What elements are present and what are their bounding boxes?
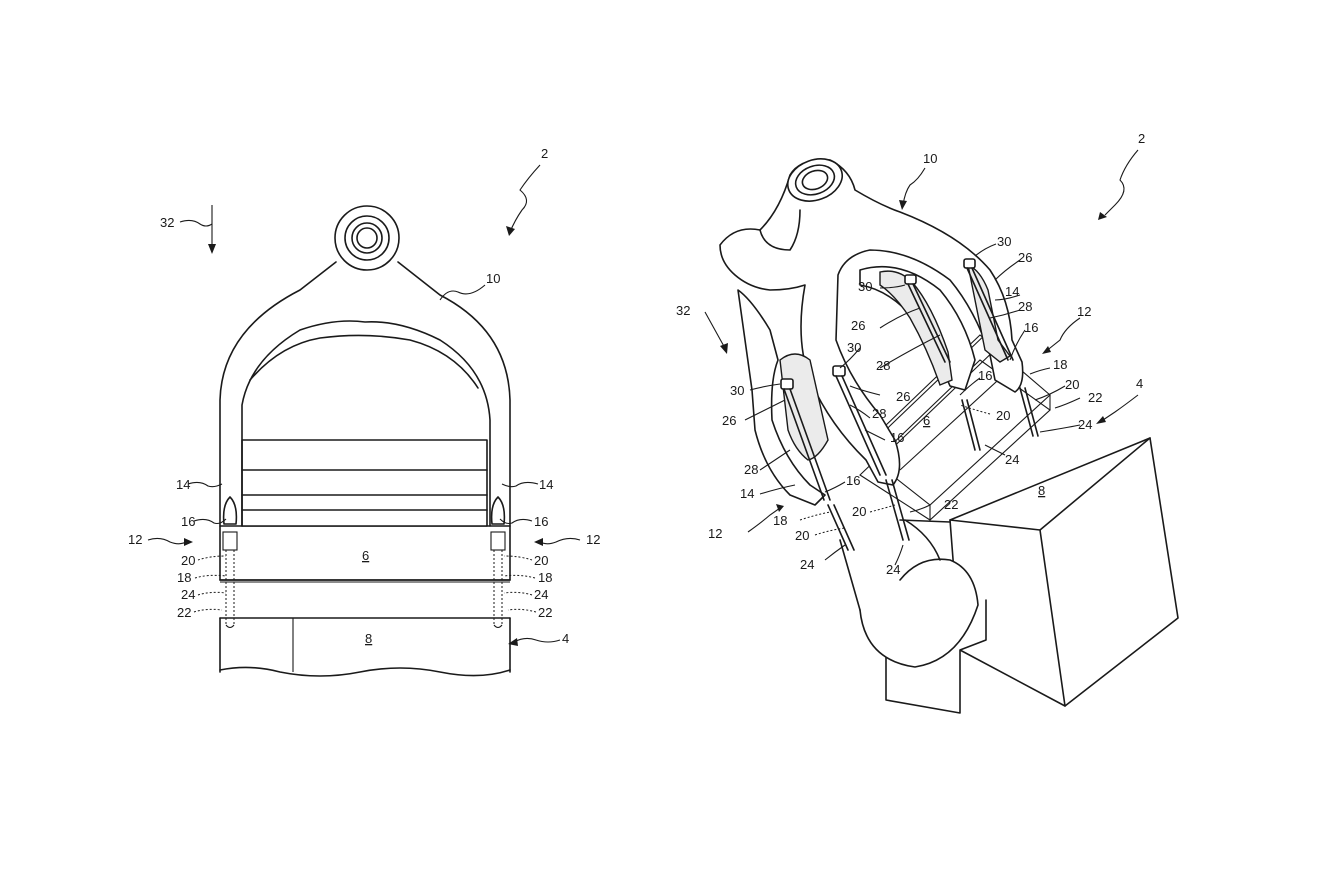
iso-label-28-d: 28 bbox=[744, 462, 758, 477]
iso-label-28-a: 28 bbox=[1018, 299, 1032, 314]
iso-label-12-left: 12 bbox=[708, 526, 722, 541]
iso-label-30-a: 30 bbox=[997, 234, 1011, 249]
front-label-14-left: 14 bbox=[176, 477, 190, 492]
front-label-22-left: 22 bbox=[177, 605, 191, 620]
iso-label-22-b: 22 bbox=[944, 497, 958, 512]
iso-label-30-d: 30 bbox=[730, 383, 744, 398]
iso-label-24-d: 24 bbox=[886, 562, 900, 577]
front-label-24-right: 24 bbox=[534, 587, 548, 602]
iso-label-14-b: 14 bbox=[740, 486, 754, 501]
iso-label-30-b: 30 bbox=[858, 279, 872, 294]
iso-bracket-10 bbox=[719, 158, 1024, 506]
iso-label-8: 8 bbox=[1038, 483, 1045, 498]
front-battery-6 bbox=[241, 439, 488, 527]
iso-bolt-a bbox=[780, 378, 855, 551]
iso-label-24-b: 24 bbox=[1005, 452, 1019, 467]
front-label-16-left: 16 bbox=[181, 514, 195, 529]
iso-label-20-d: 20 bbox=[795, 528, 809, 543]
front-label-8: 8 bbox=[365, 631, 372, 646]
iso-label-10: 10 bbox=[923, 151, 937, 166]
front-bracket-10 bbox=[219, 205, 511, 527]
iso-label-16-b: 16 bbox=[890, 430, 904, 445]
iso-label-14-a: 14 bbox=[1005, 284, 1019, 299]
front-housing-8 bbox=[219, 617, 511, 677]
front-label-24-left: 24 bbox=[181, 587, 195, 602]
iso-label-18-b: 18 bbox=[773, 513, 787, 528]
front-label-12-right: 12 bbox=[586, 532, 600, 547]
iso-label-26-c: 26 bbox=[896, 389, 910, 404]
iso-label-20-a: 20 bbox=[1065, 377, 1079, 392]
front-label-4: 4 bbox=[562, 631, 569, 646]
front-left-fastener bbox=[222, 496, 238, 629]
front-label-18-left: 18 bbox=[177, 570, 191, 585]
iso-view: 2 10 32 30 26 14 28 12 16 18 4 20 22 24 … bbox=[676, 131, 1179, 714]
iso-label-32: 32 bbox=[676, 303, 690, 318]
iso-label-20-c: 20 bbox=[852, 504, 866, 519]
iso-label-4: 4 bbox=[1136, 376, 1143, 391]
iso-label-18-a: 18 bbox=[1053, 357, 1067, 372]
iso-housing-8 bbox=[839, 437, 1179, 714]
front-label-2: 2 bbox=[541, 146, 548, 161]
iso-label-28-c: 28 bbox=[872, 406, 886, 421]
iso-label-22-a: 22 bbox=[1088, 390, 1102, 405]
front-label-6: 6 bbox=[362, 548, 369, 563]
iso-label-16-d: 16 bbox=[846, 473, 860, 488]
iso-label-30-c: 30 bbox=[847, 340, 861, 355]
iso-label-6: 6 bbox=[923, 413, 930, 428]
front-label-20-right: 20 bbox=[534, 553, 548, 568]
front-label-20-left: 20 bbox=[181, 553, 195, 568]
iso-arrow-32 bbox=[704, 311, 727, 351]
iso-leaders bbox=[744, 149, 1139, 566]
iso-label-26-d: 26 bbox=[722, 413, 736, 428]
iso-label-2: 2 bbox=[1138, 131, 1145, 146]
front-right-fastener bbox=[490, 496, 506, 629]
iso-bolt-d bbox=[963, 258, 1039, 437]
iso-label-16-a: 16 bbox=[1024, 320, 1038, 335]
front-label-16-right: 16 bbox=[534, 514, 548, 529]
iso-label-24-a: 24 bbox=[1078, 417, 1092, 432]
iso-label-16-c: 16 bbox=[978, 368, 992, 383]
front-label-22-right: 22 bbox=[538, 605, 552, 620]
iso-label-28-b: 28 bbox=[876, 358, 890, 373]
front-label-10: 10 bbox=[486, 271, 500, 286]
front-view: 2 32 10 14 14 16 16 12 12 20 20 18 18 24… bbox=[128, 146, 600, 677]
front-label-18-right: 18 bbox=[538, 570, 552, 585]
front-label-12-left: 12 bbox=[128, 532, 142, 547]
front-label-32: 32 bbox=[160, 215, 174, 230]
iso-label-26-b: 26 bbox=[851, 318, 865, 333]
iso-label-20-b: 20 bbox=[996, 408, 1010, 423]
front-interface-layers bbox=[219, 525, 511, 619]
iso-label-12-right: 12 bbox=[1077, 304, 1091, 319]
iso-label-24-c: 24 bbox=[800, 557, 814, 572]
iso-bolt-b bbox=[832, 365, 910, 541]
front-leaders bbox=[147, 164, 581, 646]
front-label-14-right: 14 bbox=[539, 477, 553, 492]
iso-label-26-a: 26 bbox=[1018, 250, 1032, 265]
